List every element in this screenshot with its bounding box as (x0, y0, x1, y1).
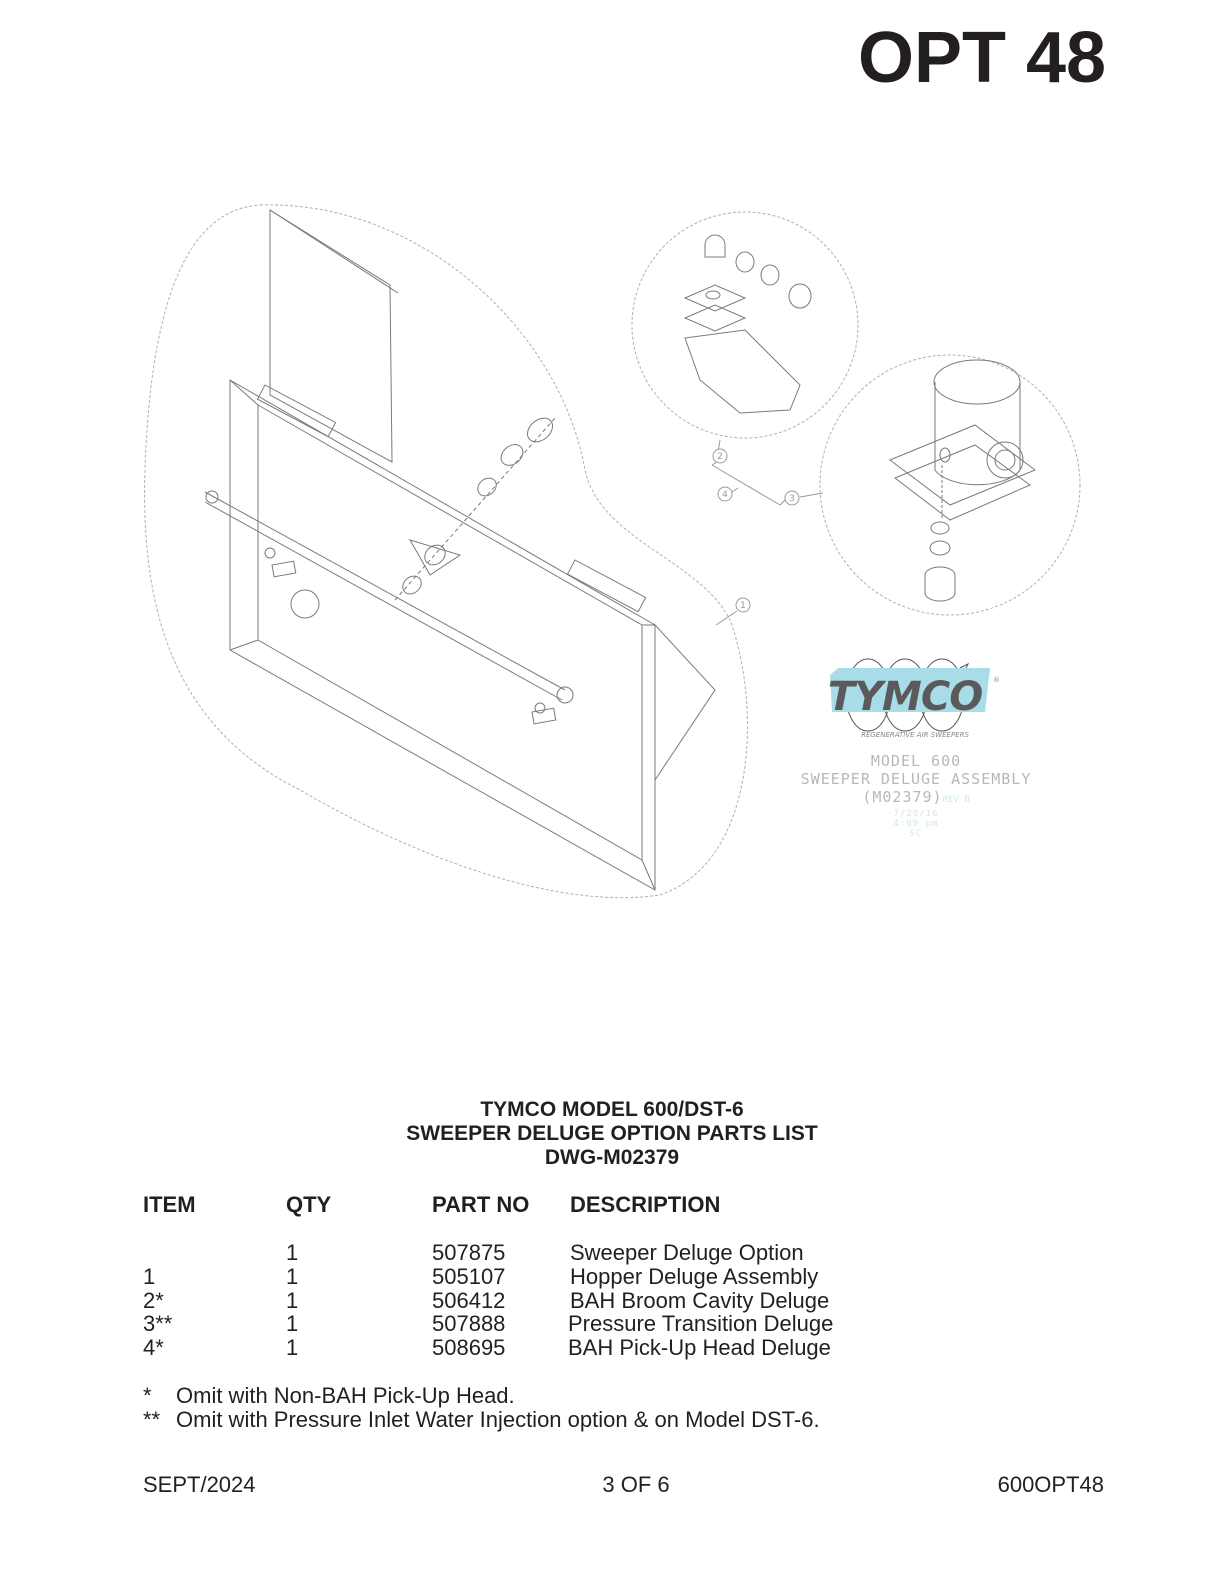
row-item: 2* (143, 1288, 164, 1313)
column-header-description: DESCRIPTION (570, 1192, 721, 1217)
row-part-no: 507888 (432, 1311, 506, 1336)
row-qty: 1 (286, 1335, 299, 1360)
drawing-number: (M02379) (862, 788, 943, 806)
footer-date: SEPT/2024 (143, 1472, 256, 1497)
column-header-part-no: PART NO (432, 1192, 530, 1217)
footer-document-id: 600OPT48 (997, 1472, 1104, 1497)
svg-text:REGENERATIVE AIR SWEEPERS: REGENERATIVE AIR SWEEPERS (861, 731, 969, 739)
row-item: 3** (143, 1311, 173, 1336)
drawing-date: 7/20/16 (893, 809, 939, 819)
footnote-single-asterisk: * Omit with Non-BAH Pick-Up Head. (143, 1383, 515, 1409)
drawing-revision: REV B (942, 795, 970, 805)
svg-text:4: 4 (722, 490, 728, 500)
footnote-text: Omit with Non-BAH Pick-Up Head. (176, 1383, 515, 1408)
callout-4 (717, 486, 733, 502)
drawing-model: MODEL 600 (870, 752, 962, 770)
svg-text:2: 2 (717, 452, 723, 462)
row-part-no: 507875 (432, 1240, 506, 1265)
option-title: OPT 48 (858, 18, 1107, 98)
svg-text:3: 3 (789, 494, 795, 504)
column-header-qty: QTY (286, 1192, 332, 1217)
column-header-item: ITEM (143, 1192, 196, 1217)
row-item: 1 (143, 1264, 156, 1289)
row-description: Pressure Transition Deluge (568, 1311, 834, 1336)
footnote-text: Omit with Pressure Inlet Water Injection… (176, 1407, 820, 1432)
row-qty: 1 (286, 1288, 299, 1313)
drawing-time: 4:09 pm (893, 819, 939, 829)
callout-2 (712, 448, 728, 464)
svg-text:TYMCO: TYMCO (828, 674, 982, 720)
footnote-double-asterisk: ** Omit with Pressure Inlet Water Injecti… (143, 1407, 820, 1433)
parts-list-title-line-1: TYMCO MODEL 600/DST-6 (480, 1098, 744, 1121)
svg-text:1: 1 (740, 601, 746, 611)
footnote-mark: ** (143, 1407, 161, 1432)
svg-text:®: ® (993, 676, 1000, 684)
row-description: BAH Pick-Up Head Deluge (568, 1335, 831, 1360)
footer-page-number: 3 OF 6 (602, 1472, 670, 1497)
tymco-logo: TYMCO ® REGENERATIVE AIR SWEEPERS (828, 658, 1000, 739)
row-item: 4* (143, 1335, 164, 1360)
row-description: Sweeper Deluge Option (570, 1240, 804, 1265)
row-qty: 1 (286, 1264, 299, 1289)
row-qty: 1 (286, 1311, 299, 1336)
footnote-mark: * (143, 1383, 152, 1408)
row-part-no: 508695 (432, 1335, 506, 1360)
callout-3 (784, 490, 800, 506)
parts-list-title-line-3: DWG-M02379 (544, 1146, 680, 1169)
row-part-no: 505107 (432, 1264, 506, 1289)
drawing-assembly-name: SWEEPER DELUGE ASSEMBLY (800, 770, 1032, 788)
row-qty: 1 (286, 1240, 299, 1265)
callout-1 (735, 597, 751, 613)
exploded-parts-drawing: 2 4 3 1 TYMCO ® REGENERATIVE AIR SWEEPER… (144, 204, 1081, 899)
parts-list-title-line-2: SWEEPER DELUGE OPTION PARTS LIST (406, 1122, 818, 1145)
drawing-initials: SC (909, 829, 923, 839)
row-description: BAH Broom Cavity Deluge (570, 1288, 830, 1313)
drawing-title-block: MODEL 600 SWEEPER DELUGE ASSEMBLY (M0237… (780, 752, 1052, 839)
row-part-no: 506412 (432, 1288, 506, 1313)
row-description: Hopper Deluge Assembly (570, 1264, 819, 1289)
